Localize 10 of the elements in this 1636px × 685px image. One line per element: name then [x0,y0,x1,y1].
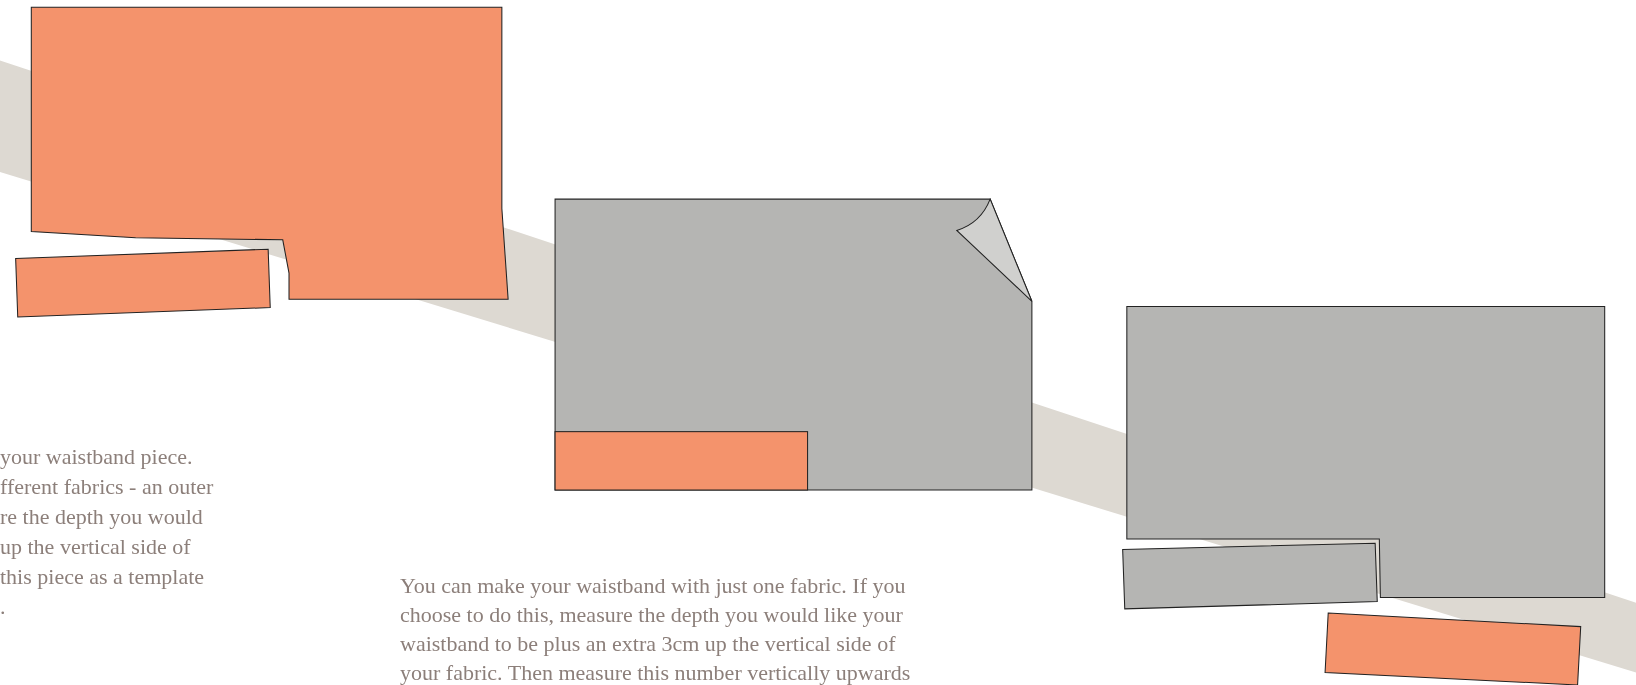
instruction-text: You can make your waistband with just one fabric. If you [400,572,906,600]
instruction-text: up the vertical side of [0,533,191,561]
instruction-text: . [0,593,6,621]
instruction-text: your fabric. Then measure this number vertically upwards [400,659,911,685]
instruction-text: choose to do this, measure the depth you would like your [400,601,903,629]
instruction-text: re the depth you would [0,503,203,531]
instruction-text: waistband to be plus an extra 3cm up the vertical side of [400,630,896,658]
instruction-text: your waistband piece. [0,443,193,471]
instruction-text: this piece as a template [0,563,205,591]
instruction-text: fferent fabrics - an outer [0,473,214,501]
